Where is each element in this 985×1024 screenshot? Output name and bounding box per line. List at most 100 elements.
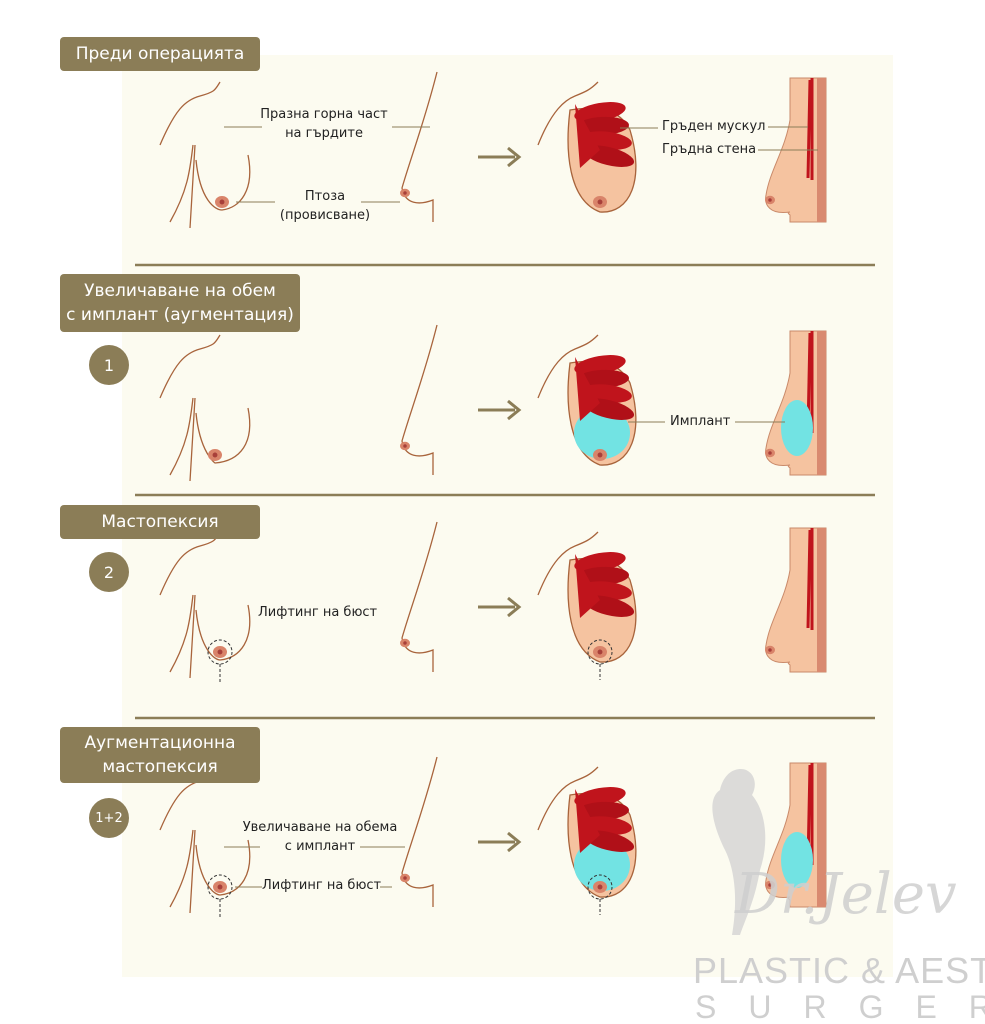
side-profile [401, 521, 438, 672]
incision-circle [587, 639, 613, 665]
pectoral-muscle [575, 554, 600, 618]
nipple-icon [215, 196, 229, 208]
side-view [400, 71, 438, 222]
watermark-signature: Dr.Jelev [735, 862, 957, 927]
pectoral-muscle [577, 566, 629, 585]
front-muscle-view [537, 766, 637, 915]
front-view [159, 766, 251, 917]
label-chest-muscle: Гръден мускул [662, 119, 766, 134]
front-muscle-view [537, 81, 637, 213]
header-text: Увеличаване на обем [84, 281, 276, 301]
header-augmentation-mastopexy: Аугментационна мастопексия [60, 727, 260, 783]
chest-wall [817, 331, 826, 475]
label-ptosis: Птоза (провисване) [270, 187, 380, 225]
arrow-head [507, 831, 522, 853]
label-lift: Лифтинг на бюст [258, 605, 378, 620]
label-text: Увеличаване на обема [242, 820, 398, 835]
step-badge-2: 2 [89, 552, 129, 592]
shoulder-line [159, 81, 221, 146]
torso-line [169, 144, 196, 229]
nipple-icon [765, 195, 775, 205]
pectoral-muscle [575, 104, 600, 168]
cross-section-view [765, 330, 827, 476]
nipple-icon [213, 646, 227, 658]
nipple-icon [400, 441, 410, 451]
header-text: Аугментационна [84, 733, 236, 753]
shoulder-line [159, 531, 221, 596]
chest-wall [817, 528, 826, 672]
front-muscle-view [537, 531, 637, 680]
breast-outline [195, 604, 251, 661]
front-view [159, 531, 251, 682]
breast-outline [195, 154, 251, 211]
pectoral-muscle [574, 552, 626, 572]
label-text: с имплант [284, 839, 356, 854]
side-profile [401, 756, 438, 907]
arrow-icon [478, 831, 522, 853]
pectoral-muscle [575, 357, 600, 421]
nipple-icon [593, 881, 607, 893]
pectoral-muscle [577, 369, 629, 388]
pectoral-muscle [577, 801, 629, 820]
arrow-icon [478, 146, 522, 168]
pectoral-muscle [575, 789, 600, 853]
arrow-icon [478, 399, 522, 421]
incision-circle [207, 639, 233, 665]
watermark-line1: PLASTIC & AESTHETIC [693, 950, 985, 991]
arrow-head [507, 596, 522, 618]
shoulder-line [537, 531, 599, 596]
step-badge-1: 1 [89, 345, 129, 385]
nipple-icon [400, 638, 410, 648]
incision-circle [587, 874, 613, 900]
incision-circle [207, 874, 233, 900]
arrow-head [507, 399, 522, 421]
watermark-silhouette-icon [712, 769, 766, 935]
implant [781, 832, 813, 888]
chest-wall [817, 78, 826, 222]
torso-line [169, 397, 196, 482]
breast-outline [195, 839, 251, 896]
nipple-icon [765, 645, 775, 655]
pectoral-muscle [574, 355, 626, 375]
breast-outline [195, 407, 251, 464]
nipple-icon [400, 188, 410, 198]
side-view [400, 324, 438, 475]
header-text: с имплант (аугментация) [66, 305, 294, 325]
side-view [400, 756, 438, 907]
nipple-icon [208, 449, 222, 461]
watermark-line2: SURGERY [695, 989, 985, 1024]
shoulder-line [537, 334, 599, 399]
label-augment: Увеличаване на обема с имплант [240, 818, 400, 856]
front-view [159, 334, 251, 482]
label-lift-2: Лифтинг на бюст [262, 878, 382, 893]
chest-muscle-line [806, 528, 814, 630]
header-text: Мастопексия [101, 512, 219, 532]
step-badge-1-2: 1+2 [89, 798, 129, 838]
torso-line [169, 594, 196, 679]
shoulder-line [537, 81, 599, 146]
front-view [159, 81, 251, 229]
arrow-icon [478, 596, 522, 618]
implant [574, 839, 630, 891]
label-text: Птоза [304, 189, 346, 204]
nipple-icon [400, 873, 410, 883]
header-augmentation: Увеличаване на обем с имплант (аугментаци… [60, 274, 300, 332]
pectoral-muscle [577, 116, 629, 135]
nipple-icon [593, 449, 607, 461]
header-before-surgery: Преди операцията [60, 37, 260, 71]
shoulder-line [537, 766, 599, 831]
nipple-icon [593, 646, 607, 658]
nipple-icon [765, 880, 775, 890]
cross-section-view [765, 527, 827, 673]
side-view [400, 521, 438, 672]
header-text: мастопексия [102, 757, 218, 777]
front-muscle-view [537, 334, 637, 466]
header-mastopexy: Мастопексия [60, 505, 260, 539]
arrow-head [507, 146, 522, 168]
label-chest-wall: Гръдна стена [662, 142, 757, 157]
label-text: (провисване) [279, 208, 371, 223]
pectoral-muscle [574, 102, 626, 122]
